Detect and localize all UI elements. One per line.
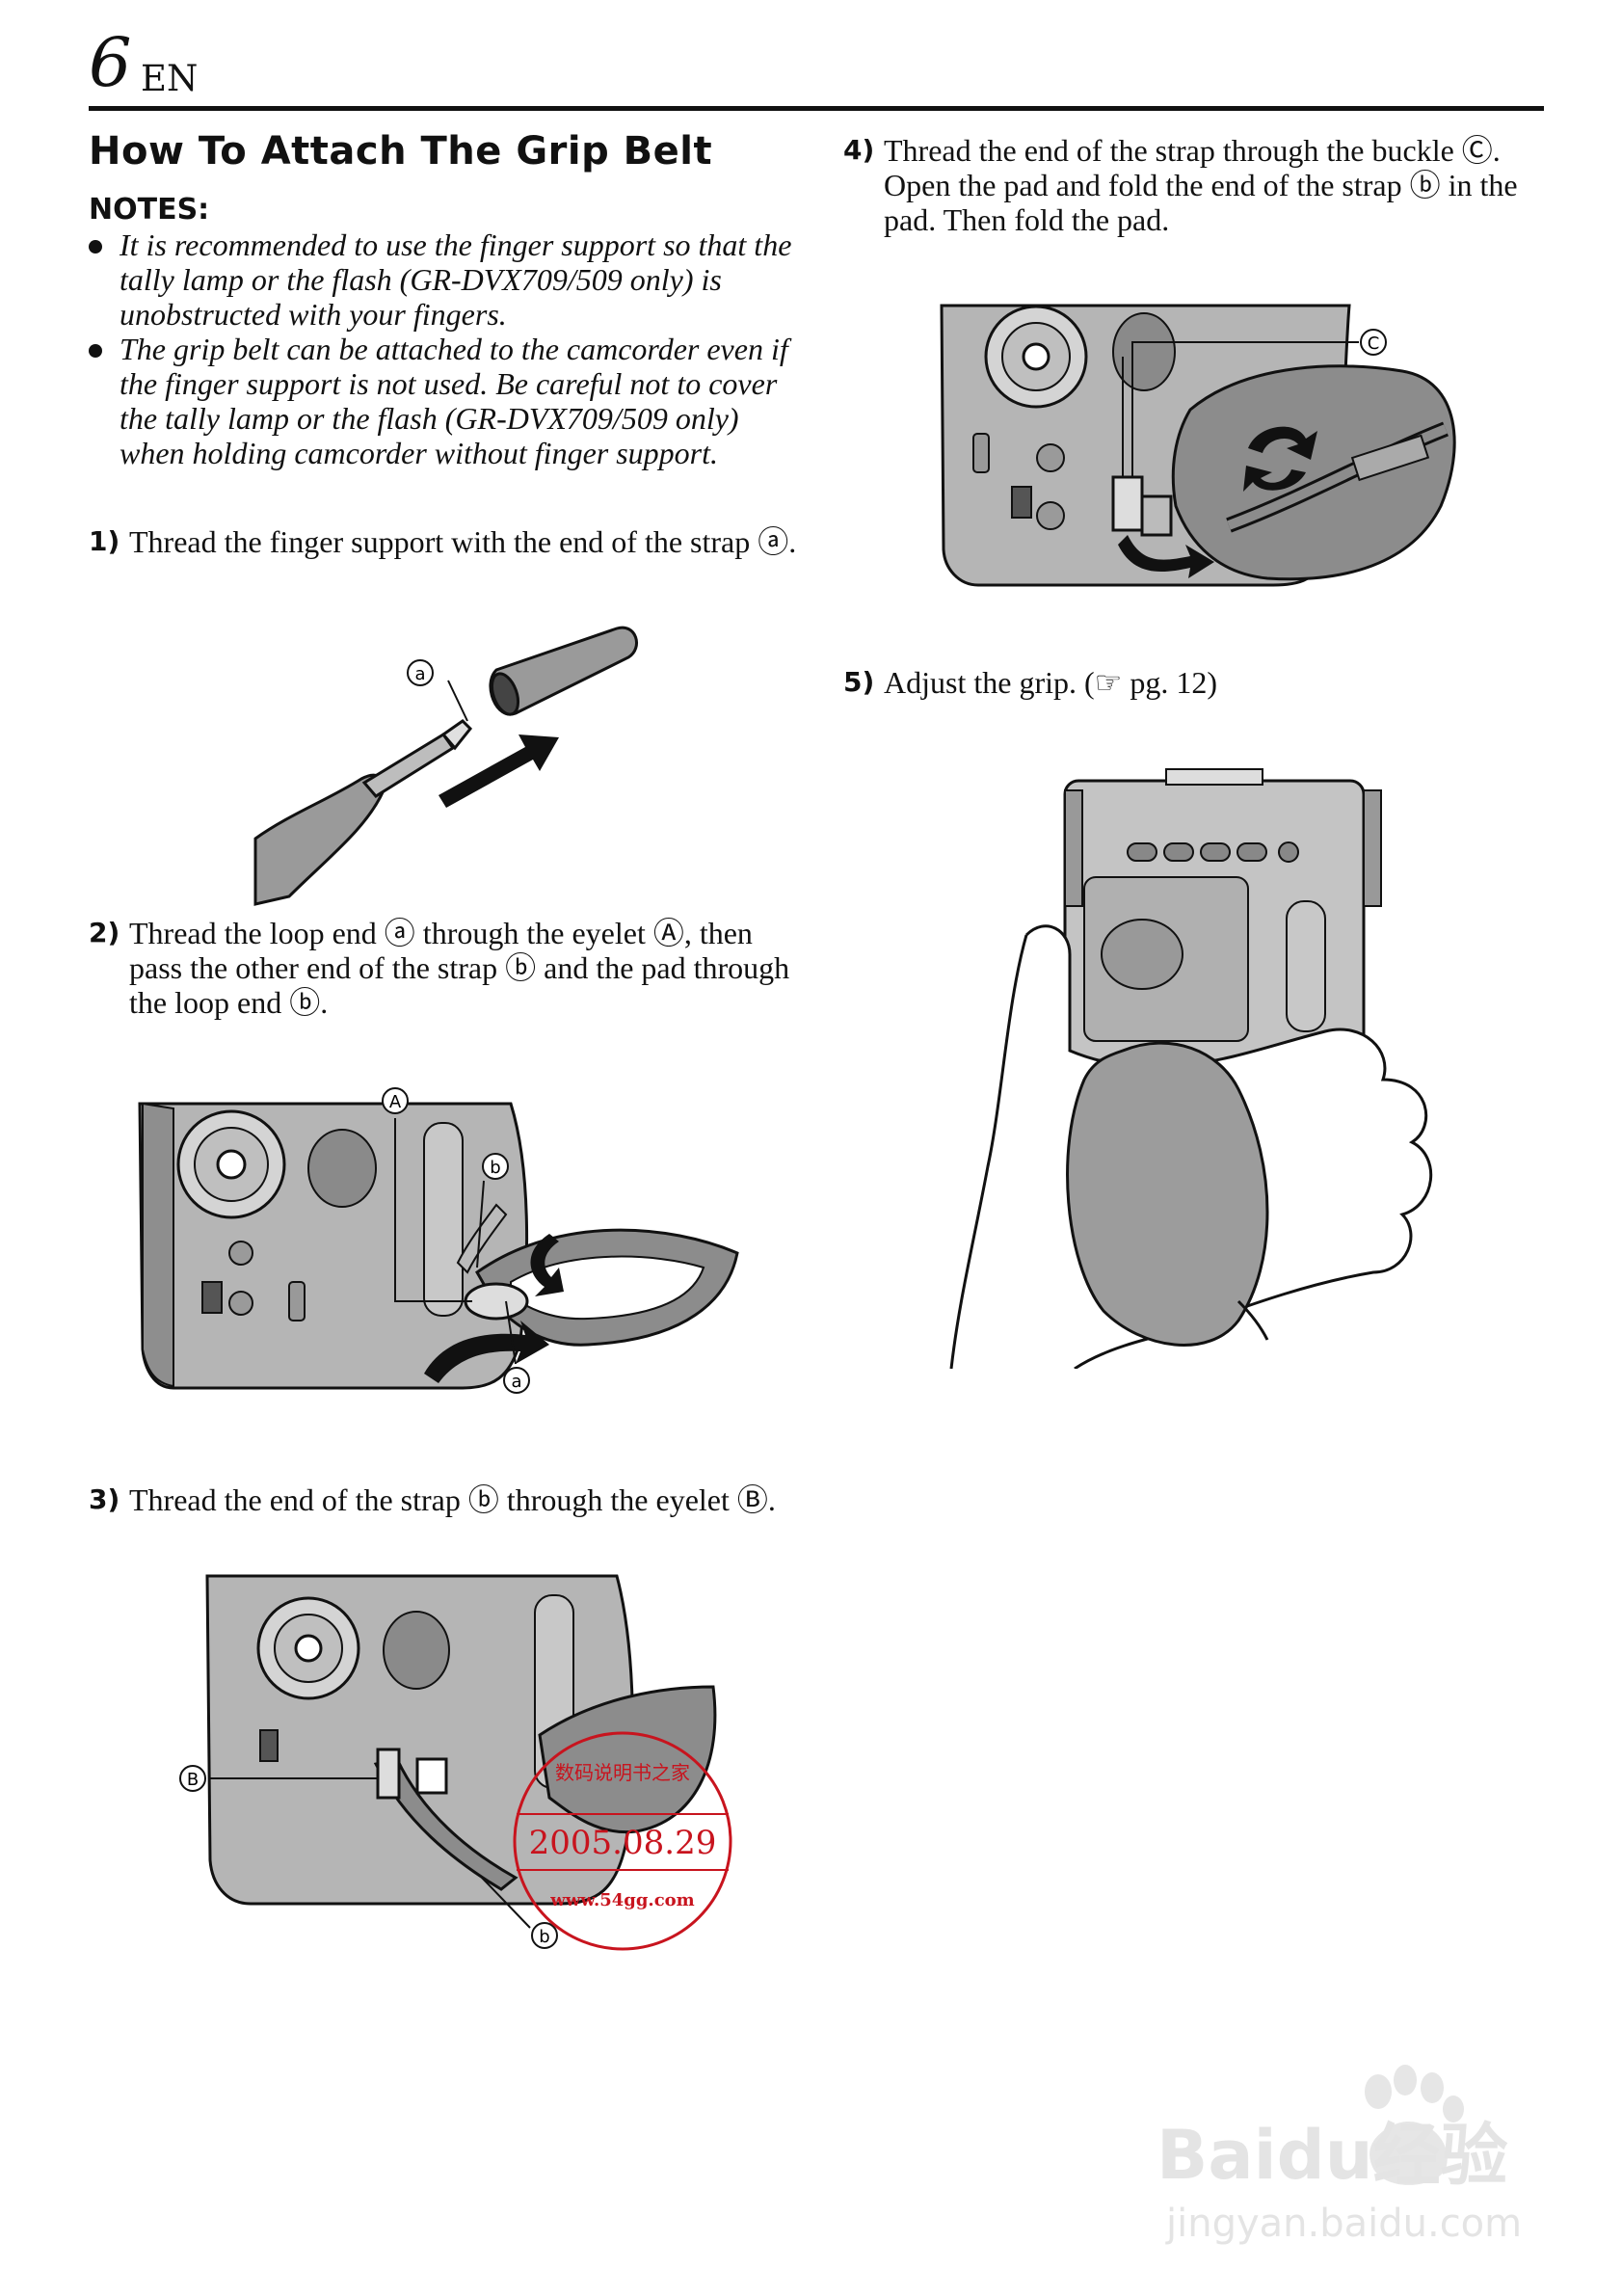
note-item: It is recommended to use the finger supp… [89, 227, 802, 332]
callout-A-label: A [389, 1092, 402, 1112]
stamp-url: www.54gg.com [549, 1890, 694, 1910]
step-3: 3) Thread the end of the strap ⓑ through… [89, 1482, 802, 1517]
step-number: 5) [843, 666, 875, 698]
callout-C-icon [1360, 329, 1387, 356]
step-number: 2) [89, 917, 120, 948]
step-number: 3) [89, 1483, 120, 1515]
callout-b-label: b [490, 1158, 500, 1178]
callout-a-icon [407, 659, 434, 686]
notes-heading: NOTES: [89, 193, 210, 227]
step-4: 4) Thread the end of the strap through t… [843, 133, 1547, 237]
bullet-icon [89, 344, 102, 358]
step-text: Thread the finger support with the end o… [129, 524, 797, 559]
callout-b-label: b [539, 1927, 549, 1947]
step-number: 1) [89, 525, 120, 557]
step-text: Thread the end of the strap through the … [884, 133, 1518, 237]
step-text: Thread the loop end ⓐ through the eyelet… [129, 916, 790, 1020]
callout-a-label: a [414, 664, 425, 684]
header-rule [89, 106, 1544, 111]
callout-b-icon [482, 1153, 509, 1180]
step-5: 5) Adjust the grip. (☞ pg. 12) [843, 665, 1547, 700]
step-text: Adjust the grip. (☞ pg. 12) [884, 665, 1217, 700]
step-text: Thread the end of the strap ⓑ through th… [129, 1482, 776, 1517]
step-number: 4) [843, 134, 875, 166]
note-item: The grip belt can be attached to the cam… [89, 332, 802, 470]
callout-C-label: C [1368, 334, 1380, 354]
note-text: It is recommended to use the finger supp… [120, 227, 792, 332]
section-title: How To Attach The Grip Belt [89, 129, 713, 174]
figure-buckle: C [940, 304, 1456, 587]
step-1: 1) Thread the finger support with the en… [89, 524, 802, 559]
page-language: EN [141, 58, 199, 99]
callout-a-icon [503, 1367, 530, 1394]
step-2: 2) Thread the loop end ⓐ through the eye… [89, 916, 802, 1020]
figure-adjust-grip [949, 768, 1433, 1369]
figure-finger-support: a [253, 626, 638, 906]
baidu-watermark: Baidu经验 jingyan.baidu.com [1157, 2065, 1522, 2246]
watermark-brand: Baidu经验 [1157, 2116, 1508, 2195]
note-text: The grip belt can be attached to the cam… [120, 332, 788, 470]
page-number: 6 [89, 23, 132, 102]
callout-A-icon [382, 1087, 409, 1114]
stamp-title: 数码说明书之家 [555, 1761, 690, 1784]
callout-b-icon [531, 1922, 558, 1949]
stamp-date: 2005.08.29 [529, 1824, 717, 1862]
figure-eyelet-a: A b a [138, 1087, 739, 1394]
bullet-icon [89, 240, 102, 254]
figure-eyelet-b: B b [179, 1574, 717, 1949]
callout-a-label: a [511, 1372, 521, 1392]
callout-B-icon [179, 1765, 206, 1792]
watermark-url: jingyan.baidu.com [1165, 2202, 1522, 2246]
callout-B-label: B [187, 1770, 199, 1790]
date-stamp: 数码说明书之家 2005.08.29 www.54gg.com [513, 1731, 732, 1951]
